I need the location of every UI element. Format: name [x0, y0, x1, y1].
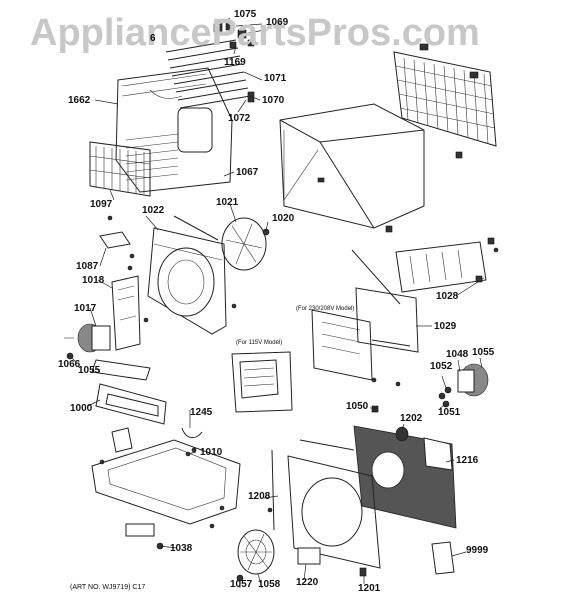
label-1051: 1051	[438, 407, 461, 418]
label-1055-right: 1055	[472, 347, 495, 358]
note-115v-model: (For 115V Model)	[236, 340, 283, 346]
top-rail	[351, 225, 495, 305]
blower-housing	[147, 227, 227, 335]
label-1022: 1022	[142, 205, 165, 216]
base-pan-assembly	[91, 359, 241, 550]
label-1038: 1038	[170, 543, 193, 554]
rear-grille	[393, 43, 497, 159]
label-1169: 1169	[224, 57, 246, 68]
label-1662: 1662	[68, 95, 91, 106]
control-bracket	[99, 231, 149, 351]
louver-assembly	[165, 21, 255, 109]
label-1216: 1216	[456, 455, 479, 466]
label-1097: 1097	[90, 199, 113, 210]
label-1069: 1069	[266, 17, 289, 28]
label-1087: 1087	[76, 261, 99, 272]
label-1028: 1028	[436, 291, 459, 302]
label-1058: 1058	[258, 579, 281, 590]
label-1018: 1018	[82, 275, 105, 286]
fan-motor	[64, 323, 111, 360]
label-1067: 1067	[236, 167, 259, 178]
air-filter	[89, 141, 151, 197]
front-grille	[115, 67, 233, 193]
label-1245: 1245	[190, 407, 213, 418]
shroud	[271, 439, 381, 577]
label-1021: 1021	[216, 197, 239, 208]
label-1057: 1057	[230, 579, 253, 590]
label-1071: 1071	[264, 73, 287, 84]
label-1070: 1070	[262, 95, 285, 106]
owner-manual	[431, 541, 455, 575]
label-6: 6	[150, 33, 156, 44]
label-1050: 1050	[346, 401, 369, 412]
label-1052: 1052	[430, 361, 453, 372]
label-1000: 1000	[70, 403, 93, 414]
note-230v-model: (For 230/208V Model)	[296, 306, 355, 312]
leader-lines	[69, 17, 485, 589]
label-1208: 1208	[248, 491, 271, 502]
label-1017: 1017	[74, 303, 97, 314]
watermark: AppliancePartsPros.com	[30, 12, 480, 54]
blower-wheel	[173, 215, 270, 271]
art-number: (ART NO. WJ9719) C17	[70, 584, 146, 591]
hardware-screws	[107, 215, 499, 513]
switch-115v	[231, 351, 293, 413]
label-1220: 1220	[296, 577, 319, 588]
label-1055-left: 1055	[78, 365, 101, 376]
condenser-fan-blade	[236, 529, 275, 582]
label-1048: 1048	[446, 349, 469, 360]
condenser-fan-motor	[438, 363, 489, 408]
label-1202: 1202	[400, 413, 423, 424]
label-1029: 1029	[434, 321, 457, 332]
label-9999: 9999	[466, 545, 489, 556]
label-1010: 1010	[200, 447, 223, 458]
label-1201: 1201	[358, 583, 381, 594]
label-1066: 1066	[58, 359, 81, 370]
partition-panel	[311, 287, 419, 387]
condenser-insulation	[353, 405, 457, 529]
cabinet-box	[279, 103, 425, 229]
label-1020: 1020	[272, 213, 295, 224]
label-1075: 1075	[234, 9, 257, 20]
label-1072: 1072	[228, 113, 251, 124]
